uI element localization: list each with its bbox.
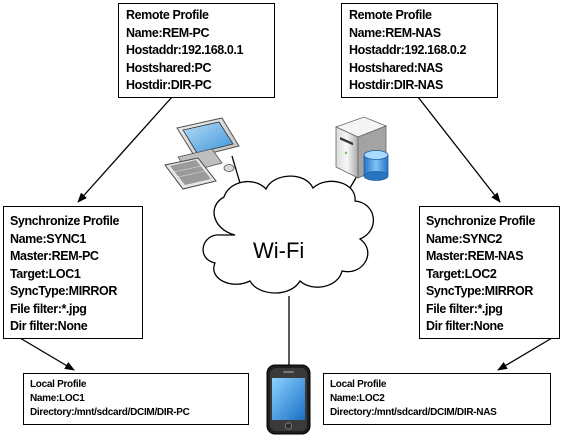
- smartphone-icon: [266, 364, 311, 435]
- sync-profile-1-target: Target:LOC1: [10, 266, 81, 281]
- local-profile-2-title: Local Profile: [330, 379, 387, 390]
- local-profile-1-name: Name:LOC1: [30, 393, 85, 404]
- desktop-pc-icon: [164, 117, 240, 190]
- sync-profile-2-box: Synchronize Profile Name:SYNC2 Master:RE…: [419, 206, 560, 339]
- sync-profile-2-master: Master:REM-NAS: [426, 249, 524, 263]
- remote-profile-pc-name: Name:REM-PC: [126, 25, 210, 40]
- sync-profile-1-synctype: SyncType:MIRROR: [10, 284, 117, 298]
- cloud-label: Wi-Fi: [253, 238, 305, 263]
- connector-sync2-to-loc2: [497, 337, 553, 371]
- local-profile-1-box: Local Profile Name:LOC1 Directory:/mnt/s…: [23, 373, 249, 425]
- local-profile-1-directory: Directory:/mnt/sdcard/DCIM/DIR-PC: [30, 407, 190, 418]
- local-profile-1-title: Local Profile: [30, 379, 87, 390]
- remote-profile-pc-title: Remote Profile: [126, 8, 209, 22]
- local-profile-2-box: Local Profile Name:LOC2 Directory:/mnt/s…: [323, 373, 551, 425]
- sync-profile-1-box: Synchronize Profile Name:SYNC1 Master:RE…: [3, 206, 143, 339]
- connector-sync1-to-loc1: [19, 337, 75, 371]
- remote-profile-nas-hostshared: Hostshared:NAS: [349, 60, 443, 75]
- sync-profile-2-target: Target:LOC2: [426, 266, 497, 281]
- remote-profile-nas-name: Name:REM-NAS: [349, 25, 441, 40]
- sync-profile-1-name: Name:SYNC1: [10, 231, 86, 246]
- remote-profile-nas-title: Remote Profile: [349, 8, 432, 22]
- remote-profile-pc-box: Remote Profile Name:REM-PC Hostaddr:192.…: [118, 3, 275, 98]
- remote-profile-pc-hostdir: Hostdir:DIR-PC: [126, 78, 212, 92]
- cloud-icon: [202, 175, 375, 294]
- sync-profile-2-title: Synchronize Profile: [426, 214, 536, 228]
- sync-profile-1-master: Master:REM-PC: [10, 249, 99, 263]
- sync-profile-2-dir-filter: Dir filter:None: [426, 319, 504, 333]
- sync-profile-1-file-filter: File filter:*.jpg: [10, 301, 87, 316]
- connector-rem-pc-to-sync1: [77, 96, 173, 203]
- remote-profile-nas-box: Remote Profile Name:REM-NAS Hostaddr:192…: [341, 3, 498, 98]
- sync-profile-2-synctype: SyncType:MIRROR: [426, 284, 533, 298]
- server-icon: [334, 116, 389, 181]
- remote-profile-pc-hostshared: Hostshared:PC: [126, 60, 212, 75]
- sync-profile-1-dir-filter: Dir filter:None: [10, 319, 88, 333]
- remote-profile-pc-hostaddr: Hostaddr:192.168.0.1: [126, 43, 244, 57]
- sync-profile-1-title: Synchronize Profile: [10, 214, 120, 228]
- connector-rem-nas-to-sync2: [417, 96, 501, 203]
- remote-profile-nas-hostaddr: Hostaddr:192.168.0.2: [349, 43, 467, 57]
- local-profile-2-directory: Directory:/mnt/sdcard/DCIM/DIR-NAS: [330, 407, 497, 418]
- local-profile-2-name: Name:LOC2: [330, 393, 385, 404]
- sync-profile-2-file-filter: File filter:*.jpg: [426, 301, 503, 316]
- sync-profile-2-name: Name:SYNC2: [426, 231, 502, 246]
- remote-profile-nas-hostdir: Hostdir:DIR-NAS: [349, 78, 443, 92]
